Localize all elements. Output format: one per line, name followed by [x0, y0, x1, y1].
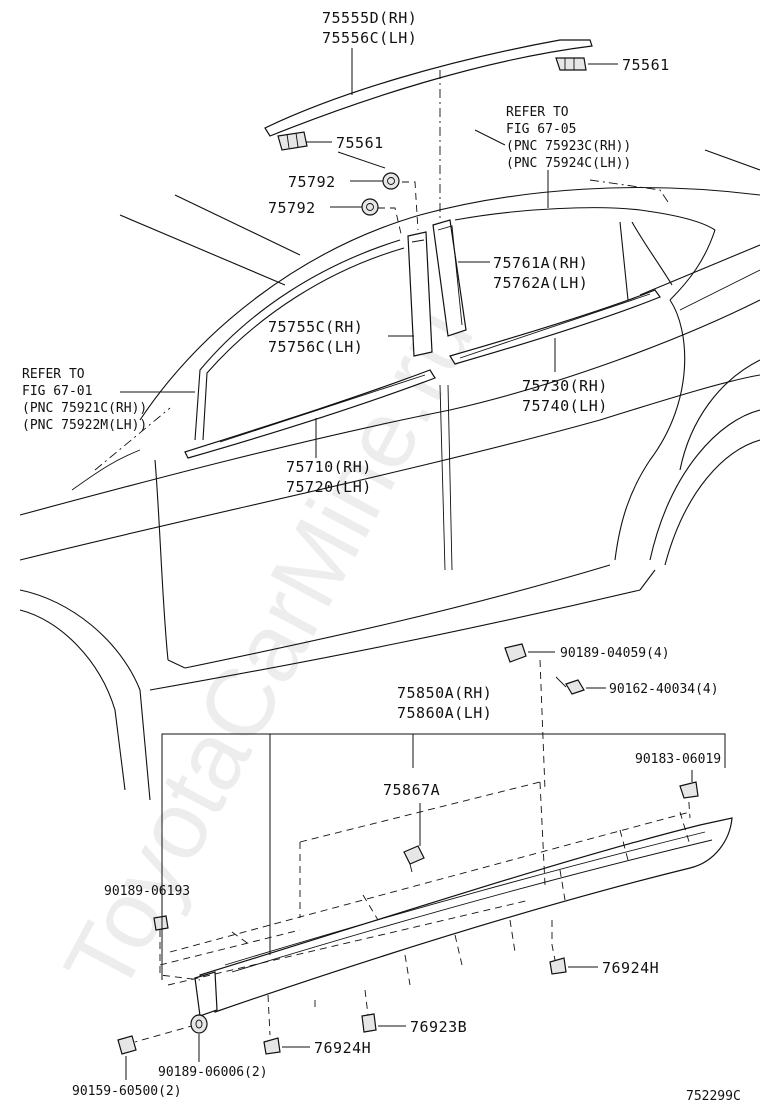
label-retainer: 75867A [383, 781, 440, 799]
front-belt-molding [184, 369, 436, 459]
label-roof-molding-rh: 75555D(RH) [322, 9, 417, 27]
clip-76923B [361, 1013, 377, 1033]
label-refer-front-2: FIG 67-01 [22, 384, 92, 399]
label-refer-rear-1: REFER TO [506, 105, 569, 120]
label-refer-rear-2: FIG 67-05 [506, 122, 576, 137]
front-pillar-molding-75755C [407, 231, 433, 357]
label-roof-molding-lh: 75556C(LH) [322, 29, 417, 47]
nut-90189-04059 [504, 643, 527, 663]
clip-76924H-right [549, 957, 567, 975]
label-clip-right: 90183-06019 [635, 752, 721, 767]
label-nut-bottom: 90189-06006(2) [158, 1065, 268, 1080]
label-clip-bottom-right: 76924H [602, 959, 659, 977]
label-rear-belt-lh: 75740(LH) [522, 397, 608, 415]
label-pillar-garnish-rh: 75761A(RH) [493, 254, 588, 272]
label-refer-rear-4: (PNC 75924C(LH)) [506, 156, 631, 171]
label-front-pillar-lh: 75756C(LH) [268, 338, 363, 356]
reference-lines-upper [378, 70, 671, 239]
pillar-garnish-75761A [432, 219, 467, 337]
rear-belt-molding [449, 289, 661, 365]
label-screw-top: 90162-40034(4) [609, 682, 719, 697]
clip-76924H-left [263, 1037, 281, 1055]
car-body-outline [19, 149, 760, 801]
nut-90189-06006 [190, 1014, 208, 1034]
label-front-pillar-rh: 75755C(RH) [268, 318, 363, 336]
nut-90189-06193 [153, 915, 169, 931]
roof-drip-molding [264, 39, 593, 137]
label-nut-left: 90189-06193 [104, 884, 190, 899]
leader-lines-lower [125, 651, 726, 1080]
clip-75561-left [277, 131, 308, 151]
label-pillar-garnish-lh: 75762A(LH) [493, 274, 588, 292]
figure-code: 752299C [686, 1089, 741, 1104]
leader-lines-upper [120, 48, 618, 458]
label-clip-bottom-mid: 76923B [410, 1018, 467, 1036]
label-screw-bottom: 90159-60500(2) [72, 1084, 182, 1099]
screw-90159-60500 [117, 1035, 137, 1055]
clip-90183-06019 [679, 781, 699, 799]
part-labels: 75555D(RH) 75556C(LH) 75561 REFER TO FIG… [22, 9, 741, 1104]
label-refer-front-1: REFER TO [22, 367, 85, 382]
screw-90162-40034 [555, 676, 585, 695]
label-clip-top-right: 75561 [622, 56, 670, 74]
clip-75561-right [555, 57, 587, 71]
label-clip-bottom-left: 76924H [314, 1039, 371, 1057]
label-nut-top: 90189-04059(4) [560, 646, 670, 661]
retainer-75867A [403, 845, 425, 873]
label-plug-upper: 75792 [288, 173, 336, 191]
label-refer-front-4: (PNC 75922M(LH)) [22, 418, 147, 433]
label-refer-rear-3: (PNC 75923C(RH)) [506, 139, 631, 154]
label-clip-top-left: 75561 [336, 134, 384, 152]
label-plug-lower: 75792 [268, 199, 316, 217]
label-rear-belt-rh: 75730(RH) [522, 377, 608, 395]
label-rocker-lh: 75860A(LH) [397, 704, 492, 722]
label-rocker-rh: 75850A(RH) [397, 684, 492, 702]
hole-plug-lower [361, 198, 379, 216]
hole-plug-upper [382, 172, 400, 190]
label-front-belt-rh: 75710(RH) [286, 458, 372, 476]
rocker-panel-75850A [194, 817, 733, 1017]
label-front-belt-lh: 75720(LH) [286, 478, 372, 496]
label-refer-front-3: (PNC 75921C(RH)) [22, 401, 147, 416]
